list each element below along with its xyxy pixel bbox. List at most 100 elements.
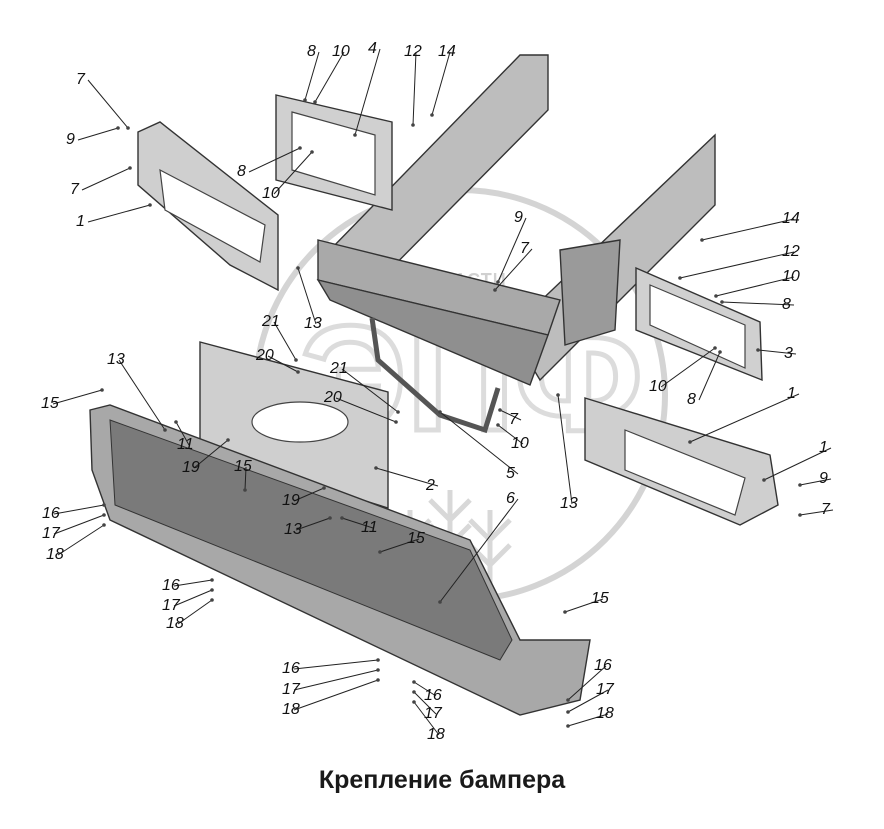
callout-label: 15 — [41, 395, 59, 412]
callout-label: 1 — [787, 385, 796, 402]
callout-label: 8 — [237, 163, 246, 180]
callout-label: 15 — [591, 590, 609, 607]
callout-label: 15 — [407, 530, 425, 547]
callout-label: 13 — [560, 495, 578, 512]
callout-label: 9 — [514, 209, 523, 226]
callout-leader — [87, 79, 129, 129]
callout-leader — [439, 498, 519, 603]
callout-leader — [273, 321, 297, 361]
callout-label: 4 — [368, 40, 377, 57]
callout-label: 16 — [594, 657, 612, 674]
center-panel-2 — [199, 341, 389, 509]
callout-label: 7 — [70, 181, 80, 198]
callout-label: 5 — [506, 465, 515, 482]
callout-leader — [173, 579, 213, 587]
fastener-marker — [713, 346, 717, 350]
callout-leader — [295, 517, 331, 531]
callout-leader — [431, 51, 451, 116]
fastener-marker — [394, 420, 398, 424]
fastener-marker — [210, 588, 214, 592]
fastener-marker — [294, 358, 298, 362]
callout-leader — [799, 478, 832, 486]
chassis-frame — [316, 54, 716, 386]
callout-leader — [799, 509, 834, 516]
fastener-marker — [714, 294, 718, 298]
callout-label: 17 — [42, 525, 61, 542]
callout-label: 7 — [520, 240, 530, 257]
callout-leader — [52, 389, 103, 405]
callout-leader — [293, 669, 379, 691]
callout-leader — [375, 467, 439, 487]
fastener-marker — [498, 408, 502, 412]
callout-label: 18 — [596, 705, 614, 722]
callout-label: 19 — [282, 492, 300, 509]
callout-label: 17 — [424, 705, 443, 722]
callout-label: 7 — [76, 71, 86, 88]
callout-leader — [557, 394, 573, 505]
fastener-marker — [396, 410, 400, 414]
fastener-marker — [496, 280, 500, 284]
callout-leader — [248, 147, 301, 173]
fastener-marker — [243, 488, 247, 492]
callout-label: 17 — [282, 681, 301, 698]
callout-label: 21 — [329, 360, 348, 377]
fastener-marker — [102, 513, 106, 517]
callout-label: 8 — [687, 391, 696, 408]
fastener-marker — [376, 678, 380, 682]
fastener-marker — [556, 393, 560, 397]
callout-leader — [567, 665, 607, 701]
fastener-marker — [496, 423, 500, 427]
fastener-marker — [563, 610, 567, 614]
callout-label: 1 — [76, 213, 85, 230]
callout-label: 3 — [784, 345, 793, 362]
callout-leader — [763, 447, 832, 481]
callout-label: 10 — [332, 43, 350, 60]
callout-label: 20 — [323, 389, 342, 406]
fastener-marker — [798, 513, 802, 517]
callout-label: 11 — [177, 436, 194, 453]
callout-leader — [715, 276, 795, 297]
fastener-marker — [678, 276, 682, 280]
callout-leader — [494, 248, 533, 291]
fastener-marker — [322, 486, 326, 490]
callout-label: 14 — [782, 210, 800, 227]
fastener-marker — [412, 690, 416, 694]
callout-label: 1 — [819, 439, 828, 456]
callout-leader — [293, 679, 379, 711]
callout-leader — [413, 691, 437, 715]
callout-label: 18 — [427, 726, 445, 743]
callout-leader — [267, 355, 299, 373]
fastener-marker — [353, 133, 357, 137]
callout-leader — [297, 267, 317, 325]
fastener-marker — [411, 123, 415, 127]
fastener-marker — [718, 350, 722, 354]
callout-leader — [341, 517, 374, 529]
callout-label: 10 — [262, 185, 280, 202]
fastener-marker — [296, 370, 300, 374]
callout-label: 18 — [282, 701, 300, 718]
fastener-marker — [174, 420, 178, 424]
callout-label: 10 — [782, 268, 800, 285]
callout-label: 21 — [261, 313, 280, 330]
fastener-marker — [376, 668, 380, 672]
callout-label: 16 — [282, 660, 300, 677]
bumper-end-left-1 — [137, 121, 279, 292]
fastener-marker — [310, 150, 314, 154]
fastener-marker — [438, 410, 442, 414]
fastener-marker — [210, 578, 214, 582]
callout-leader — [175, 421, 190, 446]
callout-label: 2 — [425, 477, 435, 494]
callout-leader — [87, 204, 151, 223]
callout-leader — [77, 127, 119, 141]
bracket-5 — [369, 317, 501, 434]
callout-leader — [721, 301, 795, 306]
callout-leader — [193, 439, 229, 469]
callout-leader — [567, 713, 609, 727]
callout-label: 16 — [424, 687, 442, 704]
callout-label: 13 — [304, 315, 322, 332]
callout-label: 18 — [46, 546, 64, 563]
callout-leader — [314, 51, 345, 103]
callout-leader — [567, 689, 609, 713]
fastener-marker — [566, 698, 570, 702]
fastener-marker — [340, 516, 344, 520]
